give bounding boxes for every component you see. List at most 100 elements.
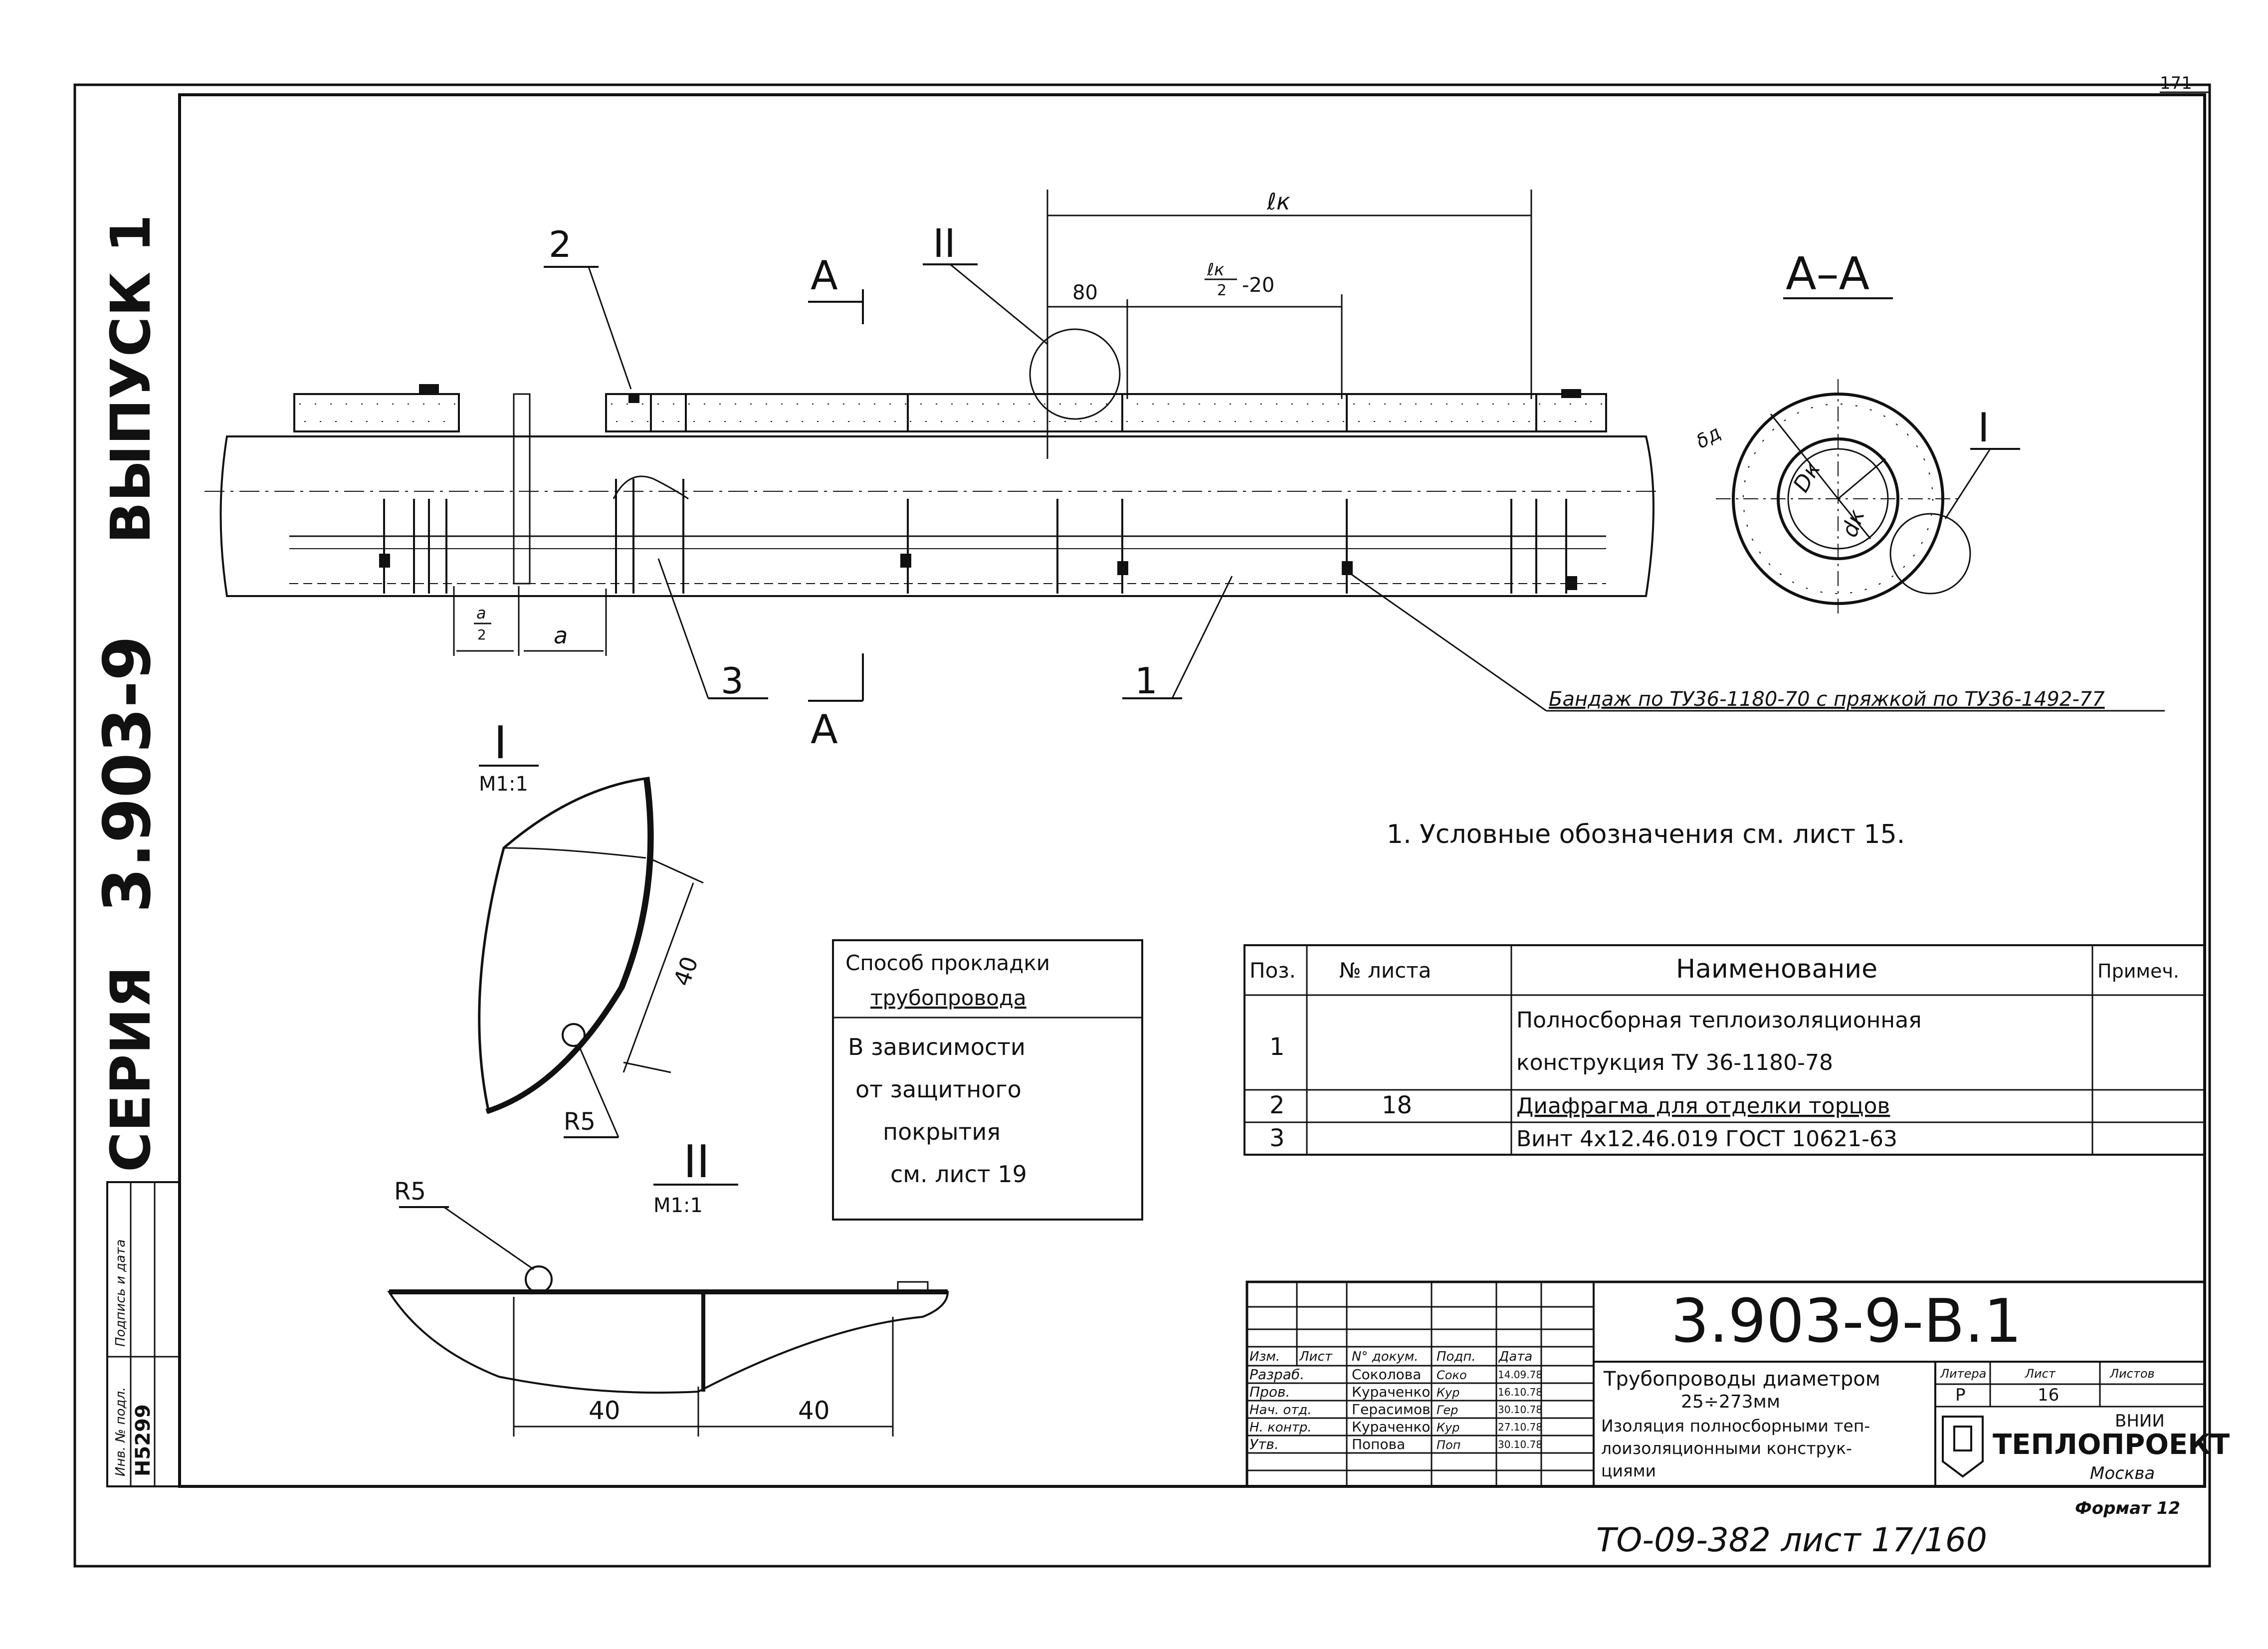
callout-ii: II — [923, 221, 1121, 420]
svg-text:Москва: Москва — [2090, 1463, 2155, 1483]
svg-text:Кураченко: Кураченко — [1352, 1384, 1431, 1400]
svg-text:от защитного: от защитного — [855, 1076, 1022, 1103]
svg-text:Нач. отд.: Нач. отд. — [1249, 1403, 1312, 1418]
diaphragm — [513, 393, 531, 585]
footer-ref: ТО-09-382 лист 17/160 — [1596, 1521, 1987, 1559]
svg-text:А–А: А–А — [1786, 248, 1869, 300]
svg-text:Поп: Поп — [1437, 1438, 1460, 1452]
diam-outer: Dк — [1788, 457, 1826, 496]
svg-text:II: II — [683, 1136, 710, 1188]
dim-half-num: ℓк — [1207, 260, 1225, 280]
svg-text:Полносборная теплоизоляционная: Полносборная теплоизоляционная — [1516, 1008, 1922, 1033]
svg-text:16.10.78: 16.10.78 — [1498, 1386, 1542, 1398]
svg-text:циями: циями — [1601, 1461, 1656, 1480]
svg-text:А: А — [811, 252, 838, 299]
svg-text:Литера: Литера — [1940, 1367, 1986, 1381]
corner-mark: 171 — [2160, 73, 2192, 93]
svg-text:Утв.: Утв. — [1249, 1436, 1279, 1452]
svg-text:14.09.78: 14.09.78 — [1498, 1369, 1542, 1381]
dim-a-half-den: 2 — [477, 626, 486, 643]
svg-text:1: 1 — [1135, 660, 1158, 702]
svg-text:40: 40 — [668, 953, 704, 989]
svg-text:Р: Р — [1955, 1385, 1966, 1405]
svg-text:25÷273мм: 25÷273мм — [1681, 1392, 1780, 1412]
dimensions — [453, 190, 1532, 656]
doc-code: 3.903-9-В.1 — [1671, 1287, 2022, 1356]
inner-frame — [178, 93, 2206, 1488]
svg-text:Подп.: Подп. — [1437, 1349, 1476, 1364]
detail-i: I М1:1 40 R5 — [478, 717, 704, 1138]
spec-header-note: Примеч. — [2097, 960, 2179, 982]
section-aa-view: А–А Dк dк δд I — [1692, 248, 2020, 618]
inv-number: Н5299 — [132, 1404, 155, 1476]
dim-lk: ℓк — [1266, 188, 1290, 215]
pipe — [219, 435, 1654, 597]
note: 1. Условные обозначения см. лист 15. — [1387, 820, 1905, 849]
svg-text:Лист: Лист — [1299, 1349, 1333, 1364]
svg-text:Изоляция полносборными теп-: Изоляция полносборными теп- — [1601, 1416, 1870, 1436]
svg-text:ВНИИ: ВНИИ — [2115, 1411, 2165, 1431]
series-word: СЕРИЯ — [99, 966, 163, 1172]
svg-text:N° докум.: N° докум. — [1352, 1349, 1419, 1364]
pipe-assembly — [205, 384, 1661, 597]
svg-text:Листов: Листов — [2109, 1367, 2155, 1381]
svg-text:Трубопроводы диаметром: Трубопроводы диаметром — [1603, 1368, 1880, 1391]
svg-text:40: 40 — [798, 1396, 830, 1425]
svg-text:Винт 4х12.46.019 ГОСТ 10621-63: Винт 4х12.46.019 ГОСТ 10621-63 — [1516, 1126, 1897, 1152]
svg-text:II: II — [933, 221, 956, 266]
position-label-3: 3 — [657, 558, 768, 702]
svg-text:М1:1: М1:1 — [479, 773, 528, 796]
svg-text:R5: R5 — [394, 1178, 426, 1206]
series-number: 3.903-9 — [89, 635, 165, 913]
issue-label: ВЫПУСК 1 — [99, 214, 163, 544]
svg-text:27.10.78: 27.10.78 — [1498, 1421, 1542, 1433]
dim-a-half-num: а — [476, 604, 486, 622]
svg-text:Разраб.: Разраб. — [1249, 1366, 1304, 1383]
dim-half-minus: -20 — [1242, 274, 1274, 297]
detail-ii: II М1:1 R5 40 40 — [387, 1136, 949, 1437]
svg-text:Дата: Дата — [1498, 1349, 1532, 1364]
stamp-label-inv: Инв. № подл. — [113, 1387, 128, 1476]
svg-text:I: I — [494, 717, 507, 769]
section-marker-top: А — [808, 252, 864, 324]
spec-header-sheet: № листа — [1339, 958, 1431, 983]
svg-text:40: 40 — [589, 1396, 620, 1425]
delta-label: δд — [1692, 421, 1725, 453]
title-block: 3.903-9-В.1 Изм. Лист N° докум. Подп. Да… — [1245, 1280, 2230, 1518]
stamp-label-sign: Подпись и дата — [113, 1239, 128, 1347]
insulation-shell-right — [605, 393, 1607, 432]
bandage-note: Бандаж по ТУ36-1180-70 с пряжкой по ТУ36… — [1549, 688, 2105, 711]
svg-text:Лист: Лист — [2025, 1367, 2056, 1381]
svg-text:18: 18 — [1382, 1091, 1412, 1119]
svg-text:3: 3 — [721, 660, 744, 702]
svg-text:конструкция ТУ 36-1180-78: конструкция ТУ 36-1180-78 — [1516, 1050, 1833, 1075]
spec-table: Поз. № листа Наименование Примеч. 1 Полн… — [1243, 944, 2206, 1156]
insulation-shell-left — [293, 393, 460, 432]
svg-text:1: 1 — [1269, 1033, 1285, 1061]
position-label-1: 1 — [1122, 576, 1233, 702]
svg-text:лоизоляционными конструк-: лоизоляционными конструк- — [1601, 1439, 1852, 1458]
svg-text:см. лист 19: см. лист 19 — [890, 1161, 1027, 1188]
svg-text:I: I — [1978, 405, 1990, 451]
svg-text:Кур: Кур — [1437, 1421, 1459, 1435]
svg-text:30.10.78: 30.10.78 — [1498, 1404, 1542, 1416]
svg-text:Соко: Соко — [1437, 1368, 1467, 1382]
svg-text:Н. контр.: Н. контр. — [1249, 1420, 1312, 1435]
spec-header-name: Наименование — [1676, 954, 1877, 984]
svg-text:Кураченко: Кураченко — [1352, 1419, 1431, 1435]
svg-text:Изм.: Изм. — [1249, 1349, 1280, 1364]
spec-header-pos: Поз. — [1249, 958, 1296, 983]
svg-text:Диафрагма для отделки торцов: Диафрагма для отделки торцов — [1516, 1093, 1890, 1119]
position-label-2: 2 — [544, 223, 632, 390]
svg-text:3: 3 — [1269, 1124, 1285, 1152]
svg-text:Соколова: Соколова — [1352, 1366, 1421, 1383]
svg-text:Способ прокладки: Способ прокладки — [845, 951, 1050, 975]
svg-text:30.10.78: 30.10.78 — [1498, 1439, 1542, 1450]
svg-text:А: А — [811, 706, 838, 753]
svg-text:М1:1: М1:1 — [653, 1194, 703, 1217]
side-stamp: Инв. № подл. Подпись и дата Н5299 — [106, 1181, 181, 1487]
svg-text:покрытия: покрытия — [883, 1118, 1001, 1145]
format-label: Формат 12 — [2075, 1498, 2180, 1518]
svg-text:Герасимов: Герасимов — [1352, 1401, 1431, 1418]
